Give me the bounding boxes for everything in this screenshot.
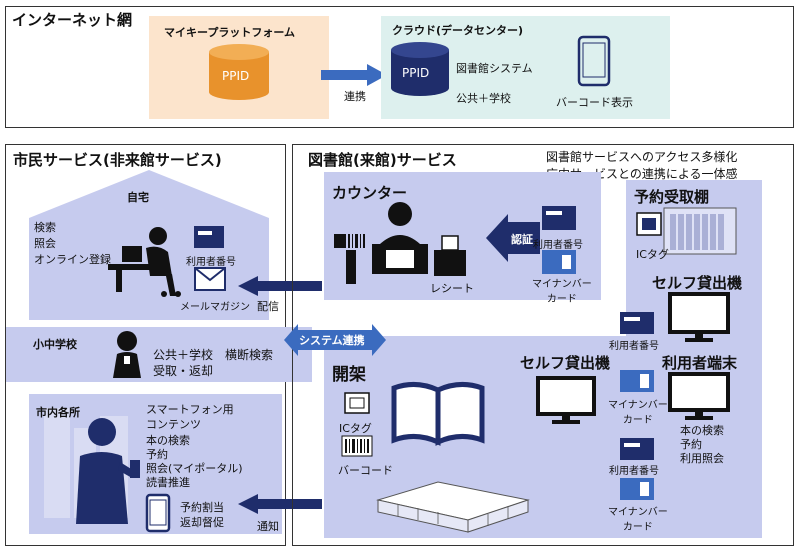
reserve-shelf-books-icon xyxy=(663,207,737,255)
cloud-barcode-label: バーコード表示 xyxy=(556,96,633,109)
city-phone-line1: 予約割当 xyxy=(180,501,224,514)
user-terminal-line1: 本の検索 xyxy=(680,424,724,437)
mynumber-label-a: マイナンバー カード xyxy=(608,400,668,426)
card-label-a: 利用者番号 xyxy=(609,341,659,352)
city-title: 市内各所 xyxy=(36,406,80,419)
notify-label: 通知 xyxy=(257,520,279,533)
open-shelf-ic-label: ICタグ xyxy=(339,422,372,435)
mynumber-icon-b xyxy=(620,478,654,500)
city-phone-line2: 返却督促 xyxy=(180,516,224,529)
link-arrow xyxy=(321,64,387,86)
cloud-system-line2: 公共＋学校 xyxy=(456,92,511,105)
school-title: 小中学校 xyxy=(33,338,77,351)
barcode-scanner-icon xyxy=(334,234,365,284)
system-link-arrow xyxy=(284,324,386,356)
id-card-icon-a xyxy=(620,312,654,334)
library-title: 図書館(来館)サービス xyxy=(308,151,457,169)
user-terminal-monitor xyxy=(668,372,730,420)
reserve-ic-label: ICタグ xyxy=(636,248,669,261)
student-icon xyxy=(113,331,141,378)
city-content-line4: 予約 xyxy=(146,448,168,461)
city-content-line3: 本の検索 xyxy=(146,434,190,447)
school-line2: 受取・返却 xyxy=(153,364,214,378)
phone-icon xyxy=(145,493,171,533)
reserve-rfid-tag-icon xyxy=(636,212,662,236)
rfid-tag-icon xyxy=(344,392,370,414)
delivery-arrow xyxy=(238,276,322,296)
home-item-register: オンライン登録 xyxy=(34,253,111,266)
cloud-db-icon xyxy=(391,42,449,96)
home-item-search: 検索 xyxy=(34,221,56,234)
user-terminal-line3: 利用照会 xyxy=(680,452,724,465)
counter-mynumber-icon xyxy=(542,250,576,274)
internet-frame xyxy=(5,6,794,128)
person-with-phone-icon xyxy=(76,418,140,524)
mail-icon xyxy=(194,267,226,291)
self-checkout-monitor-center xyxy=(536,376,596,424)
open-shelf-barcode-label: バーコード xyxy=(338,464,393,477)
home-item-inquiry: 照会 xyxy=(34,237,56,250)
link-label: 連携 xyxy=(344,90,366,103)
cloud-system-line1: 図書館システム xyxy=(456,62,533,75)
card-label-b: 利用者番号 xyxy=(609,466,659,477)
bookshelves-illustration xyxy=(376,481,530,533)
counter-auth-label: 認証 xyxy=(511,233,533,246)
counter-receipt-label: レシート xyxy=(430,282,474,295)
user-terminal-title: 利用者端末 xyxy=(662,354,738,372)
school-line1: 公共＋学校 横断検索 xyxy=(153,348,274,362)
user-terminal-line2: 予約 xyxy=(680,438,702,451)
mynumber-icon-a xyxy=(620,370,654,392)
home-title: 自宅 xyxy=(127,191,149,204)
auth-arrow xyxy=(486,214,540,262)
counter-mynumber-label: マイナンバー カード xyxy=(532,279,592,305)
home-card-label: 利用者番号 xyxy=(186,257,236,268)
school-box xyxy=(6,327,312,382)
receipt-printer-icon xyxy=(434,235,466,276)
self-checkout-monitor-right xyxy=(668,292,730,342)
self-checkout-right-title: セルフ貸出機 xyxy=(652,274,743,292)
mynumber-label-b: マイナンバー カード xyxy=(608,507,668,533)
cloud-title: クラウド(データセンター) xyxy=(392,24,524,37)
platform-db-icon xyxy=(209,44,269,100)
cloud-ppid: PPID xyxy=(402,66,430,80)
internet-title: インターネット網 xyxy=(12,11,133,29)
citizen-title: 市民サービス(非来館サービス) xyxy=(13,151,222,169)
counter-box xyxy=(324,172,601,300)
counter-title: カウンター xyxy=(332,184,408,202)
delivery-label: 配信 xyxy=(257,300,279,313)
library-note-line1: 図書館サービスへのアクセス多様化 xyxy=(546,150,738,164)
city-content-line5: 照会(マイポータル) xyxy=(146,462,243,475)
id-card-icon-b xyxy=(620,438,654,460)
system-link-label: システム連携 xyxy=(299,334,365,347)
staff-at-counter-icon xyxy=(372,202,428,274)
id-card-icon xyxy=(194,226,224,248)
open-book-icon xyxy=(391,382,485,446)
counter-card-label: 利用者番号 xyxy=(533,240,583,251)
self-checkout-center-title: セルフ貸出機 xyxy=(520,354,611,372)
platform-title: マイキープラットフォーム xyxy=(164,26,296,39)
home-mail-label: メールマガジン xyxy=(180,302,250,313)
city-content-line6: 読書推進 xyxy=(146,476,190,489)
platform-ppid: PPID xyxy=(222,69,250,83)
notify-arrow xyxy=(238,494,322,514)
barcode-icon xyxy=(341,435,373,457)
open-shelf-title: 開架 xyxy=(332,365,366,385)
reserve-shelf-title: 予約受取棚 xyxy=(634,188,710,206)
smartphone-icon xyxy=(577,35,611,87)
city-content-line1: スマートフォン用 xyxy=(146,403,234,416)
city-content-line2: コンテンツ xyxy=(146,418,201,431)
person-at-desk-icon xyxy=(108,227,181,297)
counter-id-card-icon xyxy=(542,206,576,230)
